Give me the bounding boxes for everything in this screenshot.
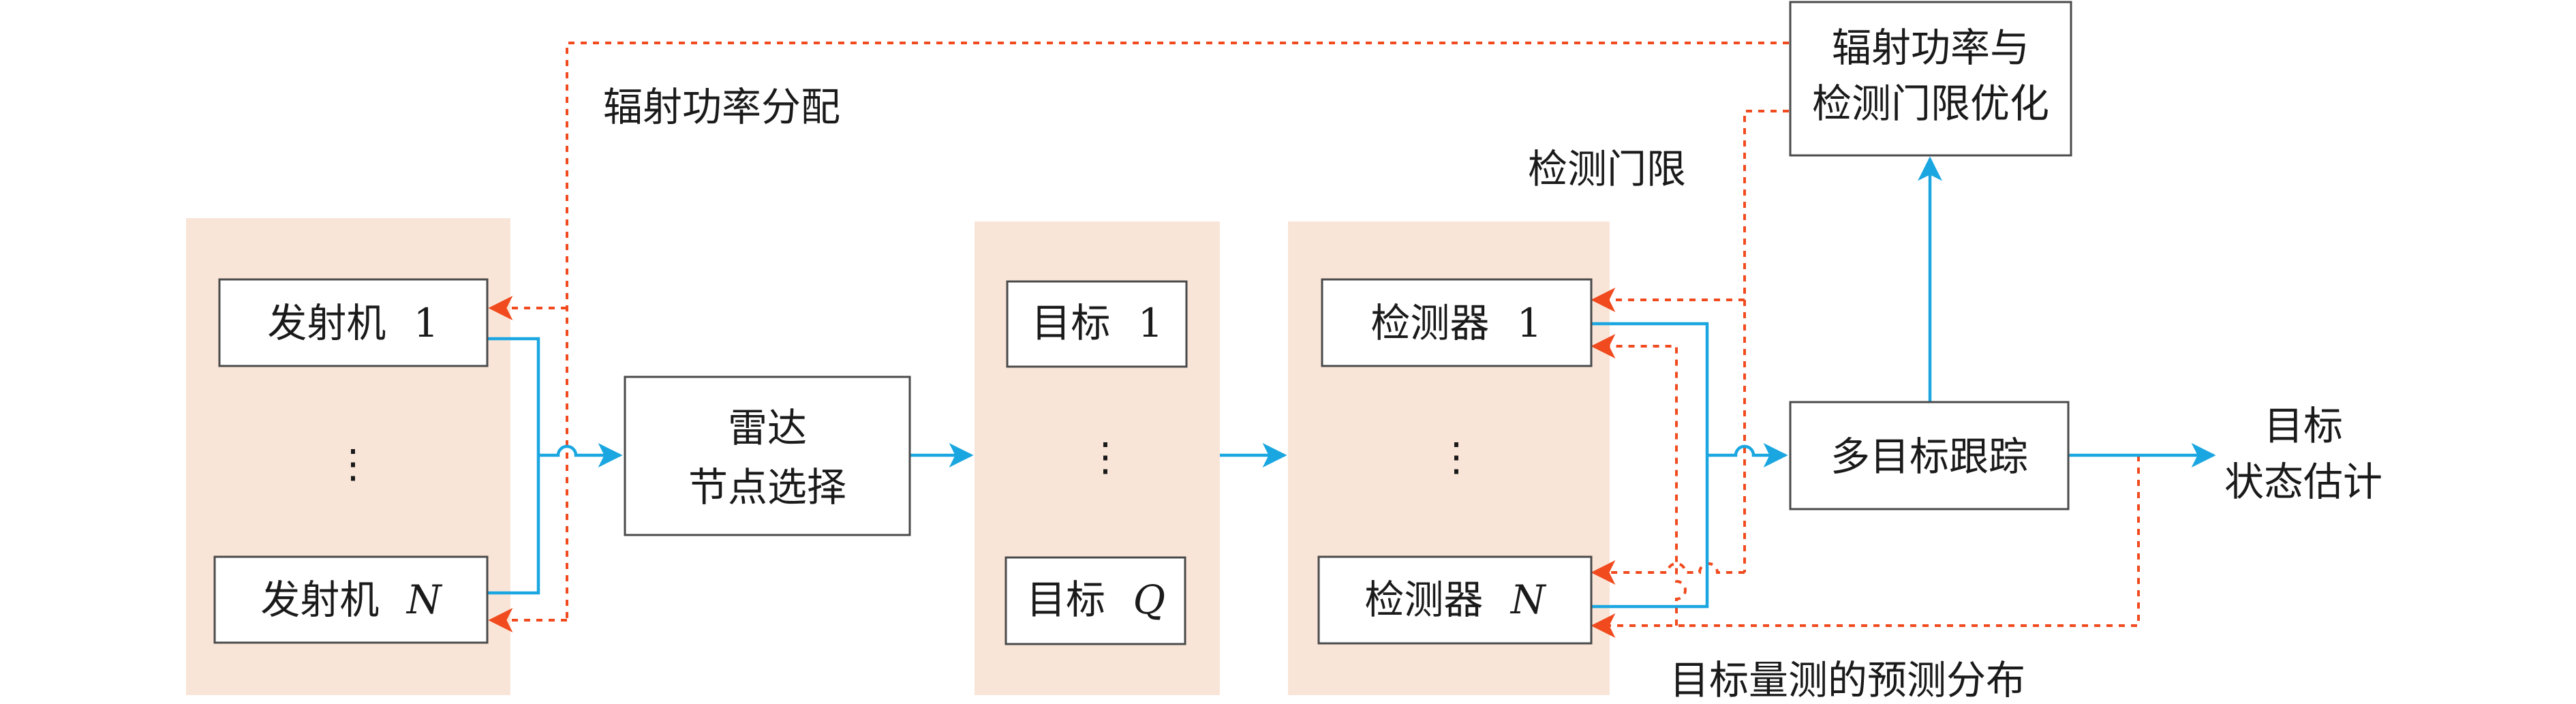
d1-label: 检测器 — [1370, 300, 1489, 346]
output-line1: 目标 — [2264, 403, 2343, 449]
t1-index: 1 — [1138, 300, 1163, 346]
target-q: 目标 Q — [1005, 556, 1186, 645]
tx1-label: 发射机 — [267, 300, 386, 346]
multi-target-tracking-box: 多目标跟踪 — [1789, 401, 2070, 510]
signal-flow-lines — [487, 156, 2216, 609]
power-allocation-line — [566, 42, 1789, 620]
svg-text:发射机 1: 发射机 1 — [267, 300, 438, 346]
tracker-label: 多目标跟踪 — [1830, 433, 2028, 480]
detectors-to-tracker-arrow — [1707, 443, 1788, 468]
d1-index: 1 — [1517, 300, 1542, 346]
txN-out-line — [487, 455, 540, 595]
detection-threshold-label: 检测门限 — [1528, 146, 1686, 192]
detector-ellipsis: ⋮ — [1437, 433, 1476, 480]
svg-text:发射机 N: 发射机 N — [260, 577, 442, 623]
tQ-index: Q — [1133, 577, 1165, 623]
transmitter-1: 发射机 1 — [218, 278, 489, 367]
output-line2: 状态估计 — [2224, 459, 2382, 505]
dN-out-line — [1591, 455, 1709, 609]
tx1-index: 1 — [414, 300, 439, 346]
d1-out-line — [1591, 322, 1709, 455]
radar-node-line1: 雷达 — [728, 405, 807, 451]
svg-text:检测器 N: 检测器 N — [1364, 577, 1546, 623]
threshold-to-dN-arrow — [1591, 560, 1745, 585]
transmitter-n: 发射机 N — [213, 555, 489, 644]
prediction-inner-line — [1591, 334, 1687, 626]
tx-to-radar-arrow — [538, 443, 623, 468]
tx1-out-line — [487, 337, 540, 455]
power-threshold-optimization-box: 辐射功率与 检测门限优化 — [1789, 1, 2072, 157]
threshold-line — [1743, 110, 1789, 572]
optimizer-line1: 辐射功率与 — [1832, 25, 2029, 71]
dN-label: 检测器 — [1364, 577, 1483, 623]
power-allocation-label: 辐射功率分配 — [603, 84, 840, 130]
optimizer-line2: 检测门限优化 — [1812, 80, 2049, 127]
feedback-lines — [488, 42, 2140, 638]
dN-index: N — [1509, 577, 1547, 623]
svg-text:检测器 1: 检测器 1 — [1370, 300, 1542, 346]
predicted-distribution-label: 目标量测的预测分布 — [1670, 657, 2025, 703]
target-ellipsis: ⋮ — [1086, 433, 1125, 480]
radar-node-line2: 节点选择 — [688, 464, 846, 510]
detector-1: 检测器 1 — [1321, 278, 1593, 367]
t1-label: 目标 — [1031, 300, 1110, 346]
txN-index: N — [405, 577, 443, 623]
svg-text:目标 1: 目标 1 — [1031, 300, 1163, 346]
transmitter-ellipsis: ⋮ — [333, 440, 373, 487]
detector-n: 检测器 N — [1317, 555, 1593, 645]
radar-node-selection-box: 雷达 节点选择 — [624, 376, 911, 536]
txN-label: 发射机 — [260, 577, 379, 623]
svg-text:目标 Q: 目标 Q — [1026, 577, 1165, 623]
target-1: 目标 1 — [1006, 280, 1188, 368]
tQ-label: 目标 — [1026, 577, 1105, 623]
